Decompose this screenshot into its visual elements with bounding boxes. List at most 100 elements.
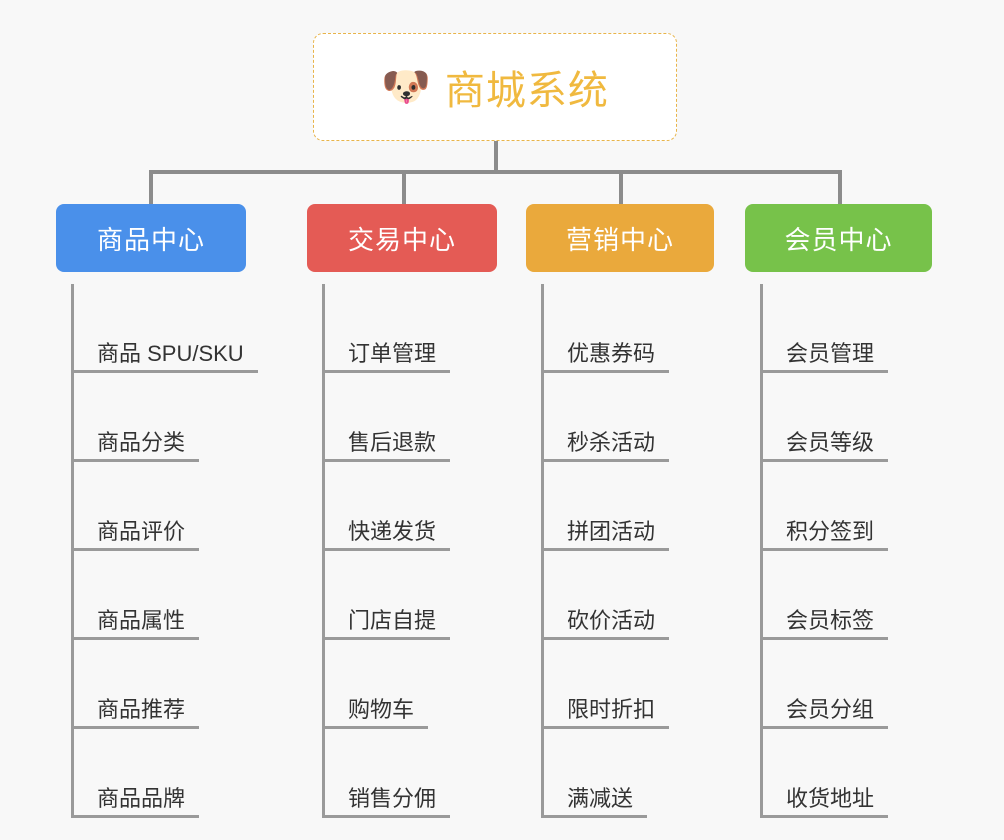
leaf-underline	[71, 637, 199, 640]
leaf-item-label: 商品 SPU/SKU	[97, 340, 244, 366]
leaf-item-label: 满减送	[567, 785, 634, 811]
leaf-underline	[322, 370, 450, 373]
leaf-item[interactable]: 会员管理	[760, 284, 932, 373]
leaf-item-label: 收货地址	[786, 785, 875, 811]
leaf-item[interactable]: 门店自提	[322, 551, 497, 640]
leaf-item[interactable]: 商品分类	[71, 373, 246, 462]
leaf-item[interactable]: 会员等级	[760, 373, 932, 462]
branch-header-label: 营销中心	[565, 224, 674, 255]
leaf-item[interactable]: 积分签到	[760, 462, 932, 551]
leaf-underline	[322, 548, 450, 551]
leaf-item[interactable]: 销售分佣	[322, 729, 497, 818]
leaf-item[interactable]: 快递发货	[322, 462, 497, 551]
leaf-item[interactable]: 满减送	[541, 729, 714, 818]
branch-header-marketing-center[interactable]: 营销中心	[526, 204, 714, 272]
leaf-underline	[71, 548, 199, 551]
leaf-item[interactable]: 会员标签	[760, 551, 932, 640]
branch-items-marketing-center: 优惠券码秒杀活动拼团活动砍价活动限时折扣满减送	[526, 284, 714, 818]
leaf-item[interactable]: 商品 SPU/SKU	[71, 284, 258, 373]
connector-drop-trade-center	[402, 170, 406, 204]
leaf-underline	[760, 815, 888, 818]
root-title: 商城系统	[444, 69, 609, 113]
leaf-item-label: 会员分组	[786, 696, 875, 722]
leaf-item[interactable]: 商品属性	[71, 551, 246, 640]
leaf-underline	[541, 815, 647, 818]
leaf-item[interactable]: 商品推荐	[71, 640, 246, 729]
leaf-underline	[71, 815, 199, 818]
leaf-item-label: 积分签到	[786, 518, 875, 544]
branch-trunk-line	[71, 284, 74, 818]
root-node[interactable]: 🐶 商城系统	[313, 33, 677, 141]
connector-root-stem	[494, 141, 498, 172]
leaf-item[interactable]: 商品评价	[71, 462, 246, 551]
branch-trunk-line	[322, 284, 325, 818]
branch-header-product-center[interactable]: 商品中心	[56, 204, 246, 272]
leaf-item[interactable]: 砍价活动	[541, 551, 714, 640]
leaf-underline	[760, 637, 888, 640]
leaf-item[interactable]: 限时折扣	[541, 640, 714, 729]
leaf-underline	[541, 548, 669, 551]
leaf-item-label: 限时折扣	[567, 696, 656, 722]
leaf-item-label: 快递发货	[348, 518, 437, 544]
leaf-item[interactable]: 收货地址	[760, 729, 932, 818]
leaf-underline	[71, 459, 199, 462]
shiba-dog-face-icon: 🐶	[381, 65, 431, 109]
leaf-underline	[541, 726, 669, 729]
leaf-underline	[71, 370, 258, 373]
connector-horizontal-bus	[149, 170, 840, 174]
branch-product-center: 商品中心商品 SPU/SKU 商品分类商品评价商品属性商品推荐商品品牌	[56, 204, 258, 818]
branch-header-label: 会员中心	[784, 224, 893, 255]
leaf-underline	[541, 637, 669, 640]
branch-header-label: 交易中心	[347, 224, 456, 255]
connector-drop-product-center	[149, 170, 153, 204]
leaf-underline	[541, 370, 669, 373]
leaf-item-label: 商品属性	[97, 607, 186, 633]
branch-trunk-line	[760, 284, 763, 818]
leaf-item-label: 销售分佣	[348, 785, 437, 811]
leaf-item[interactable]: 订单管理	[322, 284, 497, 373]
leaf-item-label: 砍价活动	[567, 607, 656, 633]
leaf-item-label: 会员管理	[786, 340, 875, 366]
leaf-item[interactable]: 商品品牌	[71, 729, 246, 818]
leaf-item-label: 会员标签	[786, 607, 875, 633]
leaf-underline	[322, 637, 450, 640]
leaf-item-label: 订单管理	[348, 340, 437, 366]
leaf-item-label: 商品分类	[97, 429, 186, 455]
leaf-item-label: 商品推荐	[97, 696, 186, 722]
leaf-item[interactable]: 售后退款	[322, 373, 497, 462]
leaf-item[interactable]: 拼团活动	[541, 462, 714, 551]
branch-header-label: 商品中心	[96, 224, 205, 255]
branch-header-member-center[interactable]: 会员中心	[745, 204, 932, 272]
leaf-item-label: 优惠券码	[567, 340, 656, 366]
leaf-underline	[322, 459, 450, 462]
branch-marketing-center: 营销中心优惠券码秒杀活动拼团活动砍价活动限时折扣满减送	[526, 204, 714, 818]
leaf-underline	[71, 726, 199, 729]
leaf-underline	[760, 459, 888, 462]
leaf-underline	[760, 548, 888, 551]
connector-drop-member-center	[838, 170, 842, 204]
leaf-underline	[541, 459, 669, 462]
branch-items-product-center: 商品 SPU/SKU 商品分类商品评价商品属性商品推荐商品品牌	[56, 284, 258, 818]
leaf-item-label: 秒杀活动	[567, 429, 656, 455]
leaf-item-label: 购物车	[348, 696, 415, 722]
leaf-item-label: 拼团活动	[567, 518, 656, 544]
branch-items-member-center: 会员管理会员等级积分签到会员标签会员分组收货地址	[745, 284, 932, 818]
branch-header-trade-center[interactable]: 交易中心	[307, 204, 497, 272]
leaf-underline	[322, 815, 450, 818]
leaf-item-label: 商品评价	[97, 518, 186, 544]
leaf-item[interactable]: 秒杀活动	[541, 373, 714, 462]
leaf-underline	[322, 726, 428, 729]
leaf-item-label: 会员等级	[786, 429, 875, 455]
leaf-underline	[760, 726, 888, 729]
branch-member-center: 会员中心会员管理会员等级积分签到会员标签会员分组收货地址	[745, 204, 932, 818]
connector-drop-marketing-center	[619, 170, 623, 204]
leaf-item[interactable]: 购物车	[322, 640, 497, 729]
branch-trade-center: 交易中心订单管理售后退款快递发货门店自提购物车销售分佣	[307, 204, 497, 818]
leaf-item[interactable]: 优惠券码	[541, 284, 714, 373]
leaf-item[interactable]: 会员分组	[760, 640, 932, 729]
leaf-item-label: 售后退款	[348, 429, 437, 455]
leaf-underline	[760, 370, 888, 373]
branch-trunk-line	[541, 284, 544, 818]
branch-items-trade-center: 订单管理售后退款快递发货门店自提购物车销售分佣	[307, 284, 497, 818]
